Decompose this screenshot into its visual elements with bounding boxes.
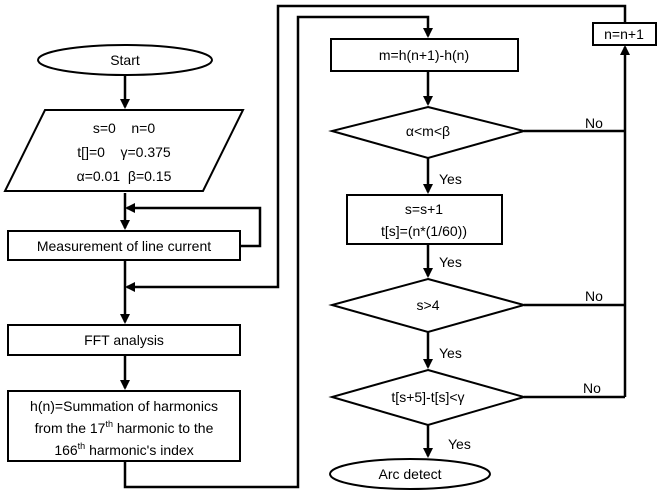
update-node: s=s+1 t[s]=(n*(1/60)) [346,194,503,245]
edge-summation-to-m [123,15,433,489]
m-calc-label: m=h(n+1)-h(n) [379,47,469,63]
init-line-1: s=0 n=0 [93,120,155,136]
init-line-3: α=0.01 β=0.15 [77,168,172,184]
fft-label: FFT analysis [84,332,164,348]
cond3-label: t[s+5]-t[s]<γ [391,389,464,405]
summation-line-2: from the 17th harmonic to the [35,419,214,436]
no-label-2: No [585,288,603,304]
start-node: Start [37,44,213,76]
cond2-label: s>4 [417,297,440,313]
measure-label: Measurement of line current [37,238,211,254]
no-label-3: No [583,380,601,396]
fft-node: FFT analysis [7,324,241,356]
cond1-label: α<m<β [406,123,450,139]
edges [120,4,630,489]
yes-label-3: Yes [439,345,462,361]
summation-line-1: h(n)=Summation of harmonics [30,398,218,414]
summation-line-3: 166th harmonic's index [54,441,193,458]
update-line-2: t[s]=(n*(1/60)) [381,223,467,239]
cond2-node: s>4 [328,277,528,334]
init-node: s=0 n=0 t[]=0 γ=0.375 α=0.01 β=0.15 [3,109,245,192]
yes-label-1: Yes [439,171,462,187]
arc-detect-label: Arc detect [378,466,441,482]
update-line-1: s=s+1 [405,201,443,217]
yes-label-2: Yes [439,254,462,270]
edge-increment-loop [125,4,627,292]
arc-detect-node: Arc detect [329,458,491,490]
increment-node: n=n+1 [592,22,657,46]
measure-node: Measurement of line current [7,230,241,261]
edge-measure-loop [125,203,262,248]
cond3-node: t[s+5]-t[s]<γ [328,368,528,427]
start-label: Start [110,52,140,68]
edge-labels: Yes Yes Yes Yes No No No [439,115,603,452]
no-label-1: No [585,115,603,131]
init-line-2: t[]=0 γ=0.375 [77,144,171,160]
increment-label: n=n+1 [604,26,644,42]
cond1-node: α<m<β [328,105,528,160]
summation-node: h(n)=Summation of harmonics from the 17t… [7,390,241,462]
m-calc-node: m=h(n+1)-h(n) [330,38,519,72]
yes-label-4: Yes [448,436,471,452]
